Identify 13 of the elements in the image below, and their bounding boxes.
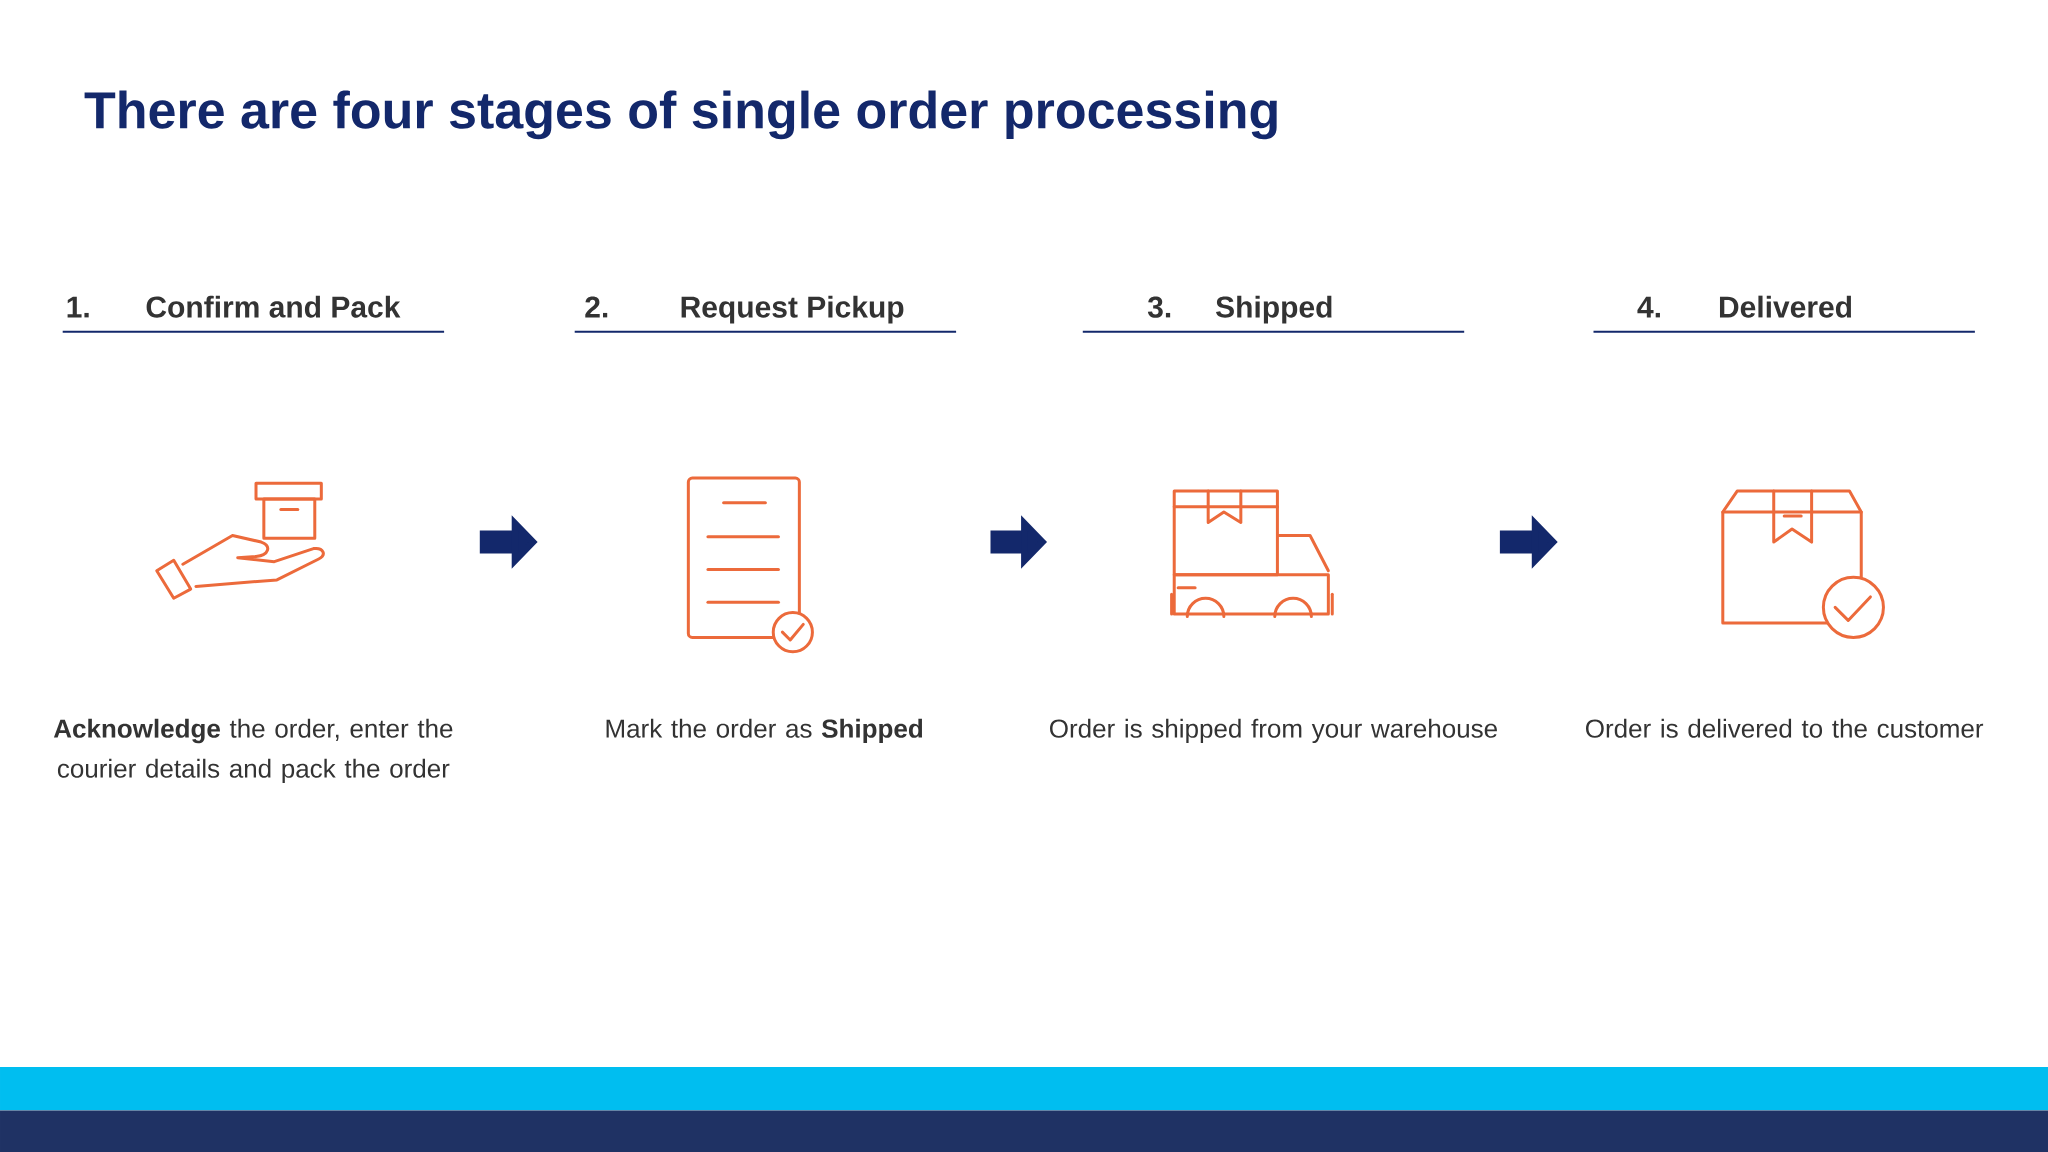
- step-title: Shipped: [1216, 295, 1332, 324]
- step-number: 2.: [585, 296, 608, 318]
- step-number: 1.: [67, 296, 89, 318]
- step-title: Delivered: [1720, 295, 1852, 318]
- step-title: Confirm and Pack: [146, 295, 401, 318]
- step-title: Request Pickup: [681, 295, 904, 324]
- step-description: Order is delivered to the customer: [1586, 718, 1984, 738]
- title: There are four stages of single order processing: [84, 90, 1277, 140]
- step-description: Mark the order as Shipped: [606, 718, 923, 743]
- step-description: Order is shipped from your warehouse: [1050, 718, 1497, 743]
- step-number: 4.: [1637, 296, 1660, 318]
- step-number: 3.: [1147, 296, 1171, 318]
- step-description: Acknowledge the order, enter the courier details and pack the order: [53, 718, 453, 783]
